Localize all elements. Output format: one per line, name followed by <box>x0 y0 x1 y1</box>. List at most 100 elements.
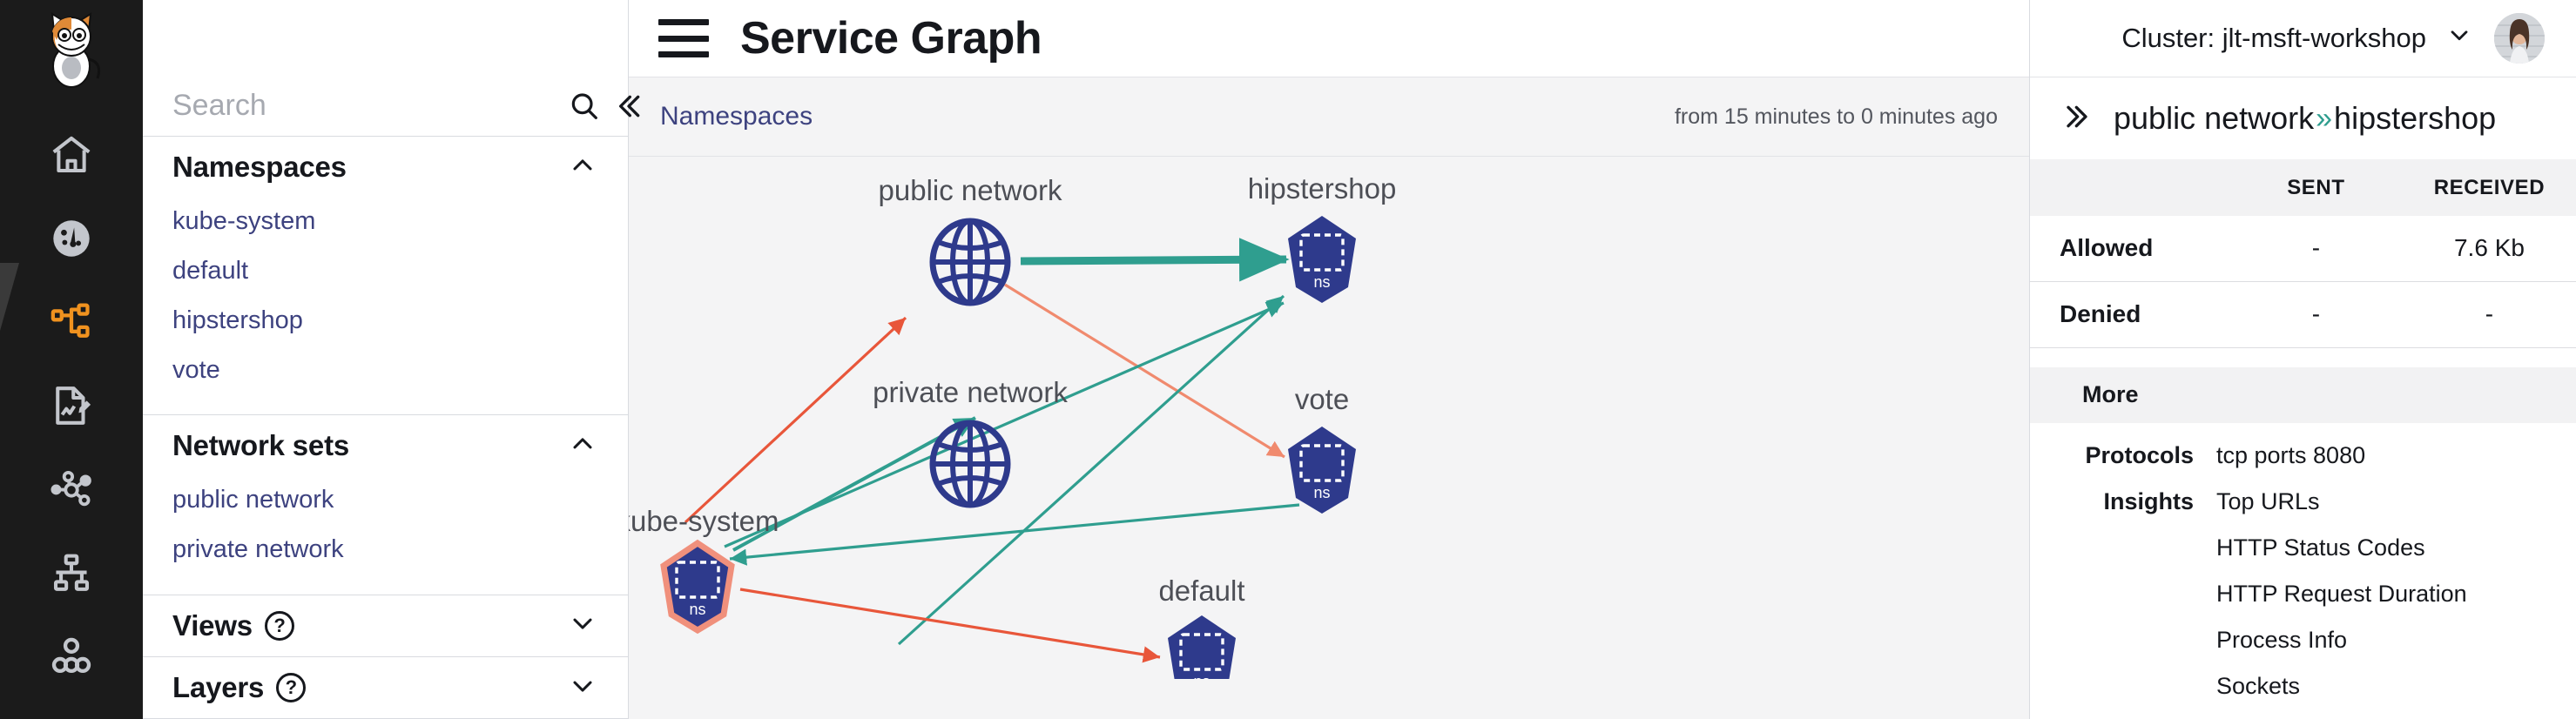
section-label-views: Views <box>172 608 253 642</box>
search-icon[interactable] <box>567 83 602 130</box>
insight-item-sockets[interactable]: Sockets <box>2216 673 2301 699</box>
sidebar-item-cluster-nodes[interactable] <box>0 615 143 698</box>
insight-item-http-request-duration[interactable]: HTTP Request Duration <box>2216 581 2467 607</box>
edge-kubesystem-default[interactable] <box>739 588 1161 663</box>
breadcrumb[interactable]: Namespaces <box>660 102 813 131</box>
cell-allowed-sent: - <box>2311 234 2321 262</box>
protocols-label: Protocols <box>2085 442 2194 468</box>
graph-toolbar: Namespaces from 15 minutes to 0 minutes … <box>629 77 2029 157</box>
cluster-bar: Cluster: jlt-msft-workshop <box>2030 0 2576 77</box>
network-set-list: public network private network <box>143 476 628 595</box>
section-title-network-sets: Network sets <box>172 429 350 462</box>
chevron-down-icon[interactable] <box>2445 21 2473 56</box>
left-sidebar-panel: Namespaces kube-system default hipstersh… <box>143 0 640 719</box>
section-title-namespaces: Namespaces <box>172 151 347 184</box>
sidebar-spacer <box>143 0 628 77</box>
list-item[interactable]: public network <box>172 486 334 514</box>
insight-item-process-info[interactable]: Process Info <box>2216 627 2348 653</box>
row-label-allowed: Allowed <box>2060 234 2154 262</box>
svg-text:ns: ns <box>1313 273 1330 291</box>
graph-node-public-network[interactable] <box>929 218 1011 306</box>
hamburger-icon[interactable] <box>658 19 709 57</box>
chevron-down-icon[interactable] <box>567 670 598 706</box>
svg-text:ns: ns <box>1193 673 1210 679</box>
section-title-layers: Layers ? <box>172 671 307 704</box>
search-row <box>143 77 640 137</box>
cell-denied-sent: - <box>2311 300 2321 328</box>
insights-label: Insights <box>2103 488 2194 514</box>
table-header-row: SENT RECEIVED <box>2030 159 2576 216</box>
graph-node-vote[interactable]: ns <box>1288 427 1356 514</box>
cell-denied-received: - <box>2485 300 2494 328</box>
page-title: Service Graph <box>740 13 1042 64</box>
insight-item-top-urls[interactable]: Top URLs <box>2216 488 2320 514</box>
edge-kubesystem-public[interactable] <box>684 316 907 524</box>
namespace-list: kube-system default hipstershop vote <box>143 198 628 414</box>
insights-row: Insights Top URLs HTTP Status Codes HTTP… <box>2030 469 2576 719</box>
calico-cat-logo[interactable] <box>0 0 143 94</box>
sidebar-item-policies[interactable] <box>0 364 143 447</box>
details-panel: Cluster: jlt-msft-workshop <box>2029 0 2576 719</box>
table-row: Allowed - 7.6 Kb <box>2030 216 2576 282</box>
graph-label-hipstershop: hipstershop <box>1248 172 1397 205</box>
svg-text:ns: ns <box>689 601 705 618</box>
column-header-sent: SENT <box>2287 175 2345 199</box>
avatar[interactable] <box>2494 13 2545 64</box>
chevron-double-right-icon: » <box>2316 101 2333 135</box>
section-label-layers: Layers <box>172 671 265 704</box>
service-graph-canvas[interactable]: ns ns ns <box>629 157 2029 719</box>
sidebar-item-home[interactable] <box>0 113 143 197</box>
details-breadcrumb-text: public network » hipstershop <box>2114 100 2496 137</box>
section-header-namespaces[interactable]: Namespaces <box>143 137 628 198</box>
column-header-received: RECEIVED <box>2433 175 2546 199</box>
graph-label-private-network: private network <box>873 376 1068 408</box>
divider <box>143 656 628 657</box>
section-header-layers[interactable]: Layers ? <box>143 657 628 718</box>
section-title-views: Views ? <box>172 609 294 642</box>
edge-public-hipstershop[interactable] <box>1020 238 1290 282</box>
graph-label-default: default <box>1158 575 1244 607</box>
insight-item-http-status-codes[interactable]: HTTP Status Codes <box>2216 534 2425 561</box>
chevron-double-left-icon[interactable] <box>610 83 645 130</box>
edge-vote-kubesystem[interactable] <box>729 503 1300 566</box>
cluster-label: Cluster: jlt-msft-workshop <box>2121 23 2426 53</box>
breadcrumb-source[interactable]: public network <box>2114 100 2315 137</box>
sidebar-item-dashboard[interactable] <box>0 197 143 280</box>
sidebar-item-network-nodes[interactable] <box>0 447 143 531</box>
sidebar-item-hierarchy[interactable] <box>0 531 143 615</box>
chevron-up-icon[interactable] <box>567 150 598 185</box>
question-circle-icon[interactable]: ? <box>276 673 307 703</box>
list-item[interactable]: default <box>172 257 249 286</box>
search-input[interactable] <box>172 89 558 124</box>
app-topbar: Service Graph <box>629 0 2029 77</box>
list-item[interactable]: vote <box>172 355 220 384</box>
list-item[interactable]: kube-system <box>172 207 316 236</box>
question-circle-icon[interactable]: ? <box>264 610 294 641</box>
graph-label-kube-system: kube-system <box>629 505 779 537</box>
graph-node-hipstershop[interactable]: ns <box>1288 216 1356 303</box>
cell-allowed-received: 7.6 Kb <box>2453 234 2525 262</box>
graph-label-public-network: public network <box>879 174 1062 206</box>
insights-list: Top URLs HTTP Status Codes HTTP Request … <box>2216 488 2467 719</box>
list-item[interactable]: private network <box>172 535 344 564</box>
graph-node-private-network[interactable] <box>929 420 1011 508</box>
chevron-up-icon[interactable] <box>567 428 598 464</box>
protocols-row: Protocols tcp ports 8080 <box>2030 423 2576 469</box>
graph-node-kube-system[interactable]: ns <box>660 539 735 635</box>
graph-node-default[interactable]: ns <box>1168 615 1236 679</box>
cluster-selector[interactable]: Cluster: jlt-msft-workshop <box>2121 21 2473 56</box>
breadcrumb-target[interactable]: hipstershop <box>2334 100 2497 137</box>
chevron-double-right-icon[interactable] <box>2060 99 2094 138</box>
section-header-network-sets[interactable]: Network sets <box>143 415 628 476</box>
edge-private-hipstershop[interactable] <box>897 294 1285 646</box>
sidebar-item-service-graph[interactable] <box>0 280 143 364</box>
list-item[interactable]: hipstershop <box>172 306 303 334</box>
more-section-header[interactable]: More <box>2030 366 2576 423</box>
section-header-views[interactable]: Views ? <box>143 595 628 656</box>
edge-public-vote[interactable] <box>1004 283 1285 459</box>
center-column: Service Graph Namespaces from 15 minutes… <box>629 0 2029 719</box>
edge-kubesystem-private[interactable] <box>732 416 976 552</box>
edge-kubesystem-hipstershop[interactable] <box>724 301 1285 548</box>
chevron-down-icon[interactable] <box>567 608 598 643</box>
